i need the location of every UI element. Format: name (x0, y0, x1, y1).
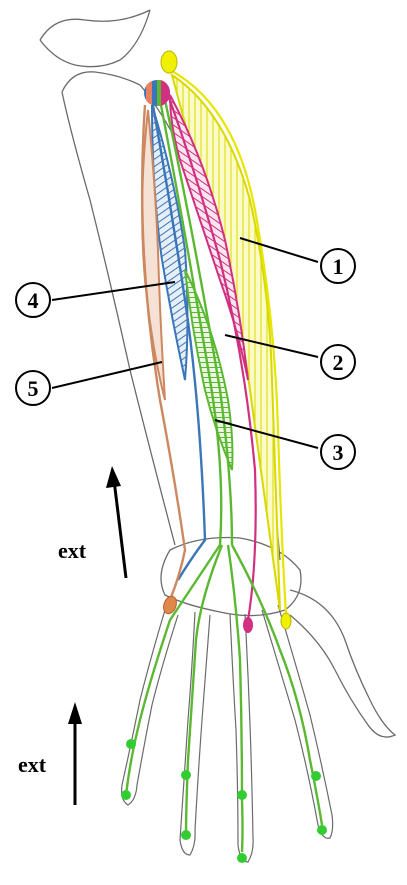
insertion-pink (243, 617, 253, 633)
ext-arrow-upper: ext (58, 466, 126, 578)
dewclaw-outline (290, 590, 395, 737)
ext-label-upper: ext (58, 538, 87, 563)
origin-yellow (161, 51, 177, 73)
insertion-yellow (281, 613, 291, 629)
callout-2-label: 2 (333, 350, 344, 375)
forearm-front-outline (62, 72, 140, 92)
callout-3-label: 3 (333, 440, 344, 465)
ext-arrow-lower: ext (18, 702, 82, 805)
callout-5-label: 5 (28, 376, 39, 401)
digit-bones (122, 605, 333, 862)
callout-4-label: 4 (28, 288, 39, 313)
digit-joint-dots (121, 739, 327, 863)
ext-label-lower: ext (18, 752, 47, 777)
callout-5: 5 (16, 362, 162, 405)
callout-1-label: 1 (333, 254, 344, 279)
humerus-outline (40, 10, 150, 67)
callout-3: 3 (215, 420, 355, 469)
